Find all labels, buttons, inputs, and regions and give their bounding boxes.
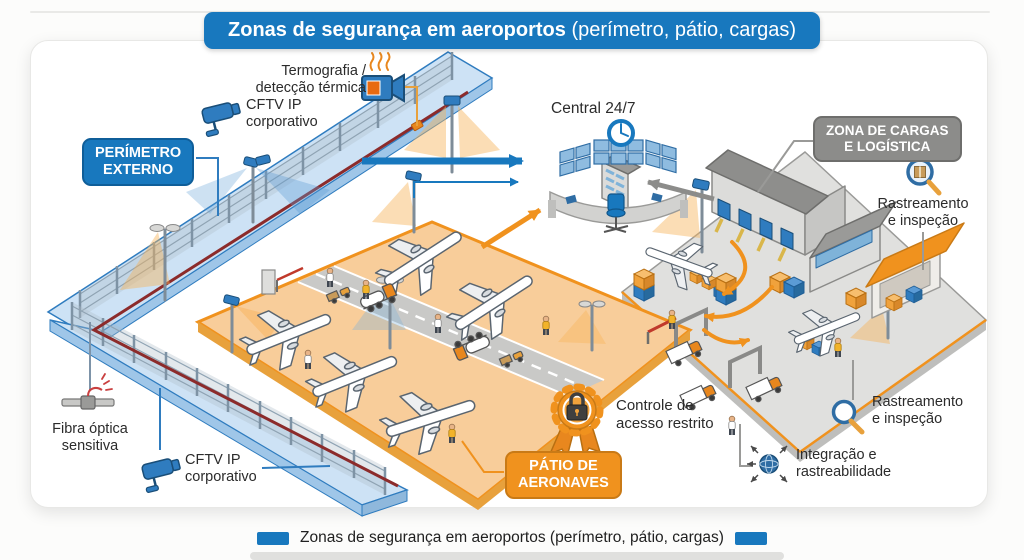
zone-badge-apron: PÁTIO DE AERONAVES [505,451,622,500]
badge-line: E LOGÍSTICA [844,138,931,154]
callout-line: rastreabilidade [796,464,892,481]
bottom-divider [250,552,784,560]
callout-line: Rastreamento [877,196,969,212]
badge-line: PÁTIO DE [529,458,598,474]
illustration-card [30,40,988,508]
callout-cftv-top: CFTV IP corporativo [246,97,318,131]
page-title: Zonas de segurança em aeroportos (períme… [204,12,820,49]
legend-swatch [257,531,290,545]
zone-badge-perimeter: PERÍMETRO EXTERNO [82,138,195,187]
callout-line: e inspeção [872,411,943,428]
callout-integracao: Integração e rastreabilidade [796,447,891,481]
callout-line: CFTV IP [185,452,241,468]
callout-line: Fibra óptica [52,421,128,437]
callout-rastreamento-top: Rastreamento e inspeção [868,196,978,230]
callout-line: Controle de [616,397,694,414]
callout-central: Central 24/7 [551,100,636,117]
callout-line: corporativo [185,469,257,486]
legend-swatch [734,531,767,545]
callout-line: acesso restrito [616,414,714,432]
callout-controle: Controle de acesso restrito [616,397,714,432]
callout-line: Termografia / [281,63,366,79]
callout-cftv-bottom: CFTV IP corporativo [185,452,257,486]
title-main: Zonas de segurança em aeroportos [228,19,566,41]
footer-caption-text: Zonas de segurança em aeroportos (períme… [300,529,724,546]
callout-line: sensitiva [61,438,119,455]
callout-line: CFTV IP [246,97,302,113]
callout-line: corporativo [246,114,318,131]
badge-line: EXTERNO [103,162,174,179]
callout-line: Integração e [796,447,877,463]
title-suffix: (perímetro, pátio, cargas) [565,19,796,41]
footer-caption: Zonas de segurança em aeroportos (períme… [0,529,1024,547]
callout-rastreamento-bottom: Rastreamento e inspeção [872,394,963,428]
callout-termografia: Termografia / detecção térmica [256,63,366,97]
badge-line: AERONAVES [518,475,609,492]
badge-line: PERÍMETRO [95,145,182,161]
callout-line: Rastreamento [872,394,964,410]
zone-badge-cargo: ZONA DE CARGAS E LOGÍSTICA [813,116,962,162]
callout-line: detecção térmica [255,80,366,97]
callout-fibra: Fibra óptica sensitiva [38,421,142,455]
badge-line: ZONA DE CARGAS [826,123,949,138]
callout-line: e inspeção [887,213,959,230]
